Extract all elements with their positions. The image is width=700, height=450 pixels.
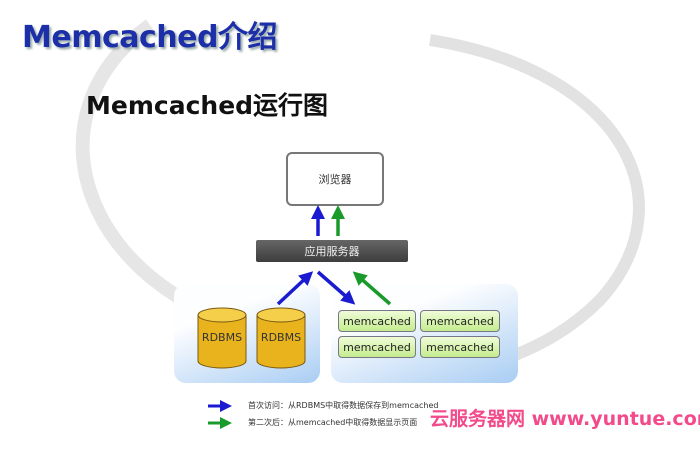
legend-first-visit: 首次访问：从RDBMS中取得数据保存到memcached	[248, 401, 439, 410]
browser-box: 浏览器	[286, 152, 384, 206]
memcached-panel	[331, 284, 518, 383]
rdbms-label: RDBMS	[201, 331, 243, 344]
memcached-node: memcached	[420, 310, 500, 332]
rdbms-label: RDBMS	[260, 331, 302, 344]
arrow-memcached-to-app	[352, 271, 392, 306]
memcached-node: memcached	[338, 310, 416, 332]
arrow-db-to-app	[276, 271, 314, 306]
rdbms-cylinder: RDBMS	[197, 307, 247, 369]
app-server-bar: 应用服务器	[256, 240, 408, 262]
legend-second-visit: 第二次后：从memcached中取得数据显示页面	[248, 418, 418, 427]
watermark: 云服务器网 www.yuntue.com	[430, 408, 700, 430]
memcached-node: memcached	[420, 336, 500, 358]
diagram-title: Memcached运行图	[86, 91, 329, 120]
memcached-node: memcached	[338, 336, 416, 358]
arrow-app-to-memcached	[316, 270, 356, 305]
rdbms-cylinder: RDBMS	[256, 307, 306, 369]
slide-title: Memcached介绍	[22, 20, 277, 55]
